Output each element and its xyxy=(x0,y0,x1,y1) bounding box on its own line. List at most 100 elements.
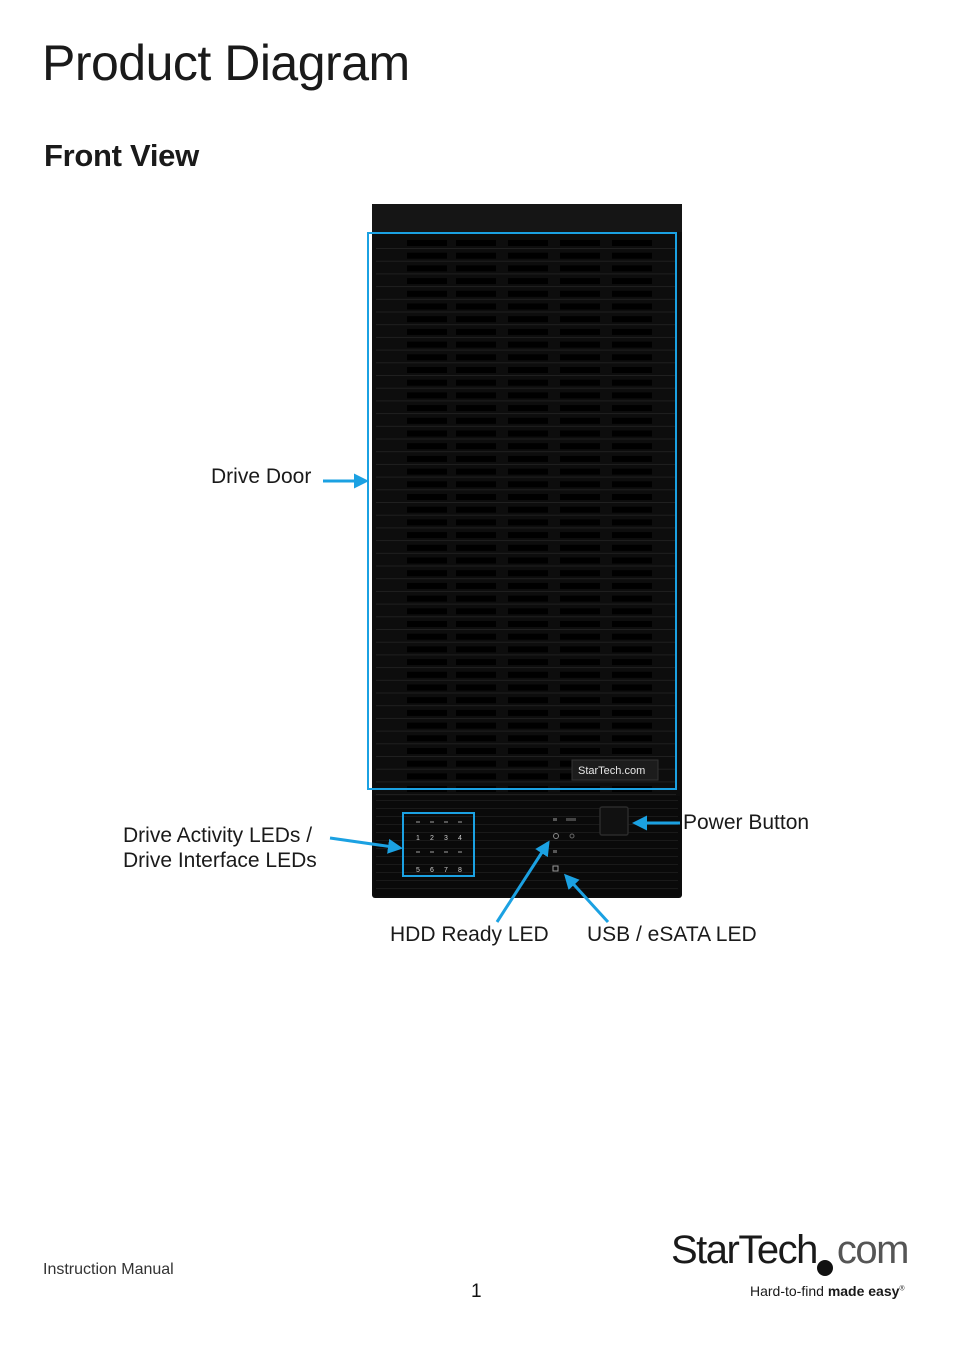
vent-slot xyxy=(508,316,548,322)
drive-interface-led xyxy=(416,851,420,853)
vent-slot xyxy=(508,710,548,716)
vent-row-line xyxy=(376,578,676,579)
vent-slot xyxy=(407,558,447,564)
drive-interface-led xyxy=(444,851,448,853)
power-button xyxy=(600,807,628,835)
vent-slot xyxy=(407,697,447,703)
vent-row-line xyxy=(376,680,676,681)
vent-slot xyxy=(612,697,652,703)
vent-slot xyxy=(407,646,447,652)
vent-row-line xyxy=(376,566,676,567)
vent-slot xyxy=(456,621,496,627)
status-led-mid xyxy=(553,850,557,853)
panel-line xyxy=(376,840,678,841)
vent-slot xyxy=(612,519,652,525)
vent-slot xyxy=(456,253,496,259)
vent-slot xyxy=(508,405,548,411)
drive-interface-led xyxy=(430,851,434,853)
vent-slot xyxy=(508,443,548,449)
vent-slot xyxy=(456,748,496,754)
bay-number: 8 xyxy=(458,867,462,874)
vent-slot xyxy=(560,405,600,411)
vent-row-line xyxy=(376,515,676,516)
vent-row-line xyxy=(376,273,676,274)
vent-slot xyxy=(456,380,496,386)
drive-leds-label-1: Drive Activity LEDs / xyxy=(123,823,312,848)
vent-slot xyxy=(456,265,496,271)
vent-slot xyxy=(560,380,600,386)
vent-slot xyxy=(508,380,548,386)
vent-slot xyxy=(560,558,600,564)
vent-slot xyxy=(456,672,496,678)
vent-slot xyxy=(508,596,548,602)
vent-slot xyxy=(407,596,447,602)
vent-slot xyxy=(407,329,447,335)
vent-slot xyxy=(612,494,652,500)
vent-row-line xyxy=(376,540,676,541)
vent-row-line xyxy=(376,248,676,249)
power-button-label: Power Button xyxy=(683,810,809,835)
panel-line xyxy=(376,816,678,817)
tagline-regular: Hard-to-find xyxy=(750,1283,828,1299)
vent-slot xyxy=(508,304,548,310)
vent-slot xyxy=(560,735,600,741)
usb-esata-label: USB / eSATA LED xyxy=(587,922,757,947)
drive-activity-led xyxy=(444,821,448,823)
vent-slot xyxy=(560,494,600,500)
vent-slot xyxy=(456,431,496,437)
vent-slot xyxy=(560,469,600,475)
vent-slot xyxy=(508,494,548,500)
vent-slot xyxy=(407,253,447,259)
vent-slot xyxy=(560,685,600,691)
vent-slot xyxy=(560,265,600,271)
vent-row-line xyxy=(376,794,676,795)
vent-row-line xyxy=(376,527,676,528)
vent-slot xyxy=(508,723,548,729)
vent-slot xyxy=(456,278,496,284)
vent-row-line xyxy=(376,286,676,287)
top-edge xyxy=(372,204,682,232)
vent-slot xyxy=(560,672,600,678)
panel-line xyxy=(376,800,678,801)
vent-slot xyxy=(508,583,548,589)
vent-slot xyxy=(560,596,600,602)
vent-slot xyxy=(612,329,652,335)
vent-slot xyxy=(407,443,447,449)
vent-row-line xyxy=(376,451,676,452)
vent-slot xyxy=(560,697,600,703)
vent-row-line xyxy=(376,324,676,325)
vent-slot xyxy=(508,481,548,487)
vent-slot xyxy=(508,342,548,348)
vent-slot xyxy=(508,253,548,259)
vent-slot xyxy=(612,583,652,589)
vent-slot xyxy=(407,418,447,424)
vent-slot xyxy=(456,685,496,691)
bay-number: 3 xyxy=(444,835,448,842)
vent-slot xyxy=(612,723,652,729)
vent-slot xyxy=(508,773,548,779)
vent-row-line xyxy=(376,439,676,440)
vent-slot xyxy=(456,304,496,310)
vent-slot xyxy=(560,316,600,322)
vent-slot xyxy=(612,278,652,284)
panel-line xyxy=(376,824,678,825)
vent-slot xyxy=(508,329,548,335)
vent-slot xyxy=(456,532,496,538)
vent-slot xyxy=(508,634,548,640)
vent-slot xyxy=(508,431,548,437)
vent-slot xyxy=(456,723,496,729)
vent-slot xyxy=(407,405,447,411)
vent-slot xyxy=(407,481,447,487)
vent-row-line xyxy=(376,413,676,414)
vent-slot xyxy=(612,469,652,475)
vent-slot xyxy=(508,469,548,475)
vent-slot xyxy=(456,469,496,475)
vent-slot xyxy=(407,519,447,525)
vent-row-line xyxy=(376,642,676,643)
vent-slot xyxy=(456,697,496,703)
startech-logo: StarTechcom Hard-to-find made easy® xyxy=(671,1228,911,1302)
vent-slot xyxy=(407,773,447,779)
vent-slot xyxy=(508,697,548,703)
vent-slot xyxy=(612,342,652,348)
